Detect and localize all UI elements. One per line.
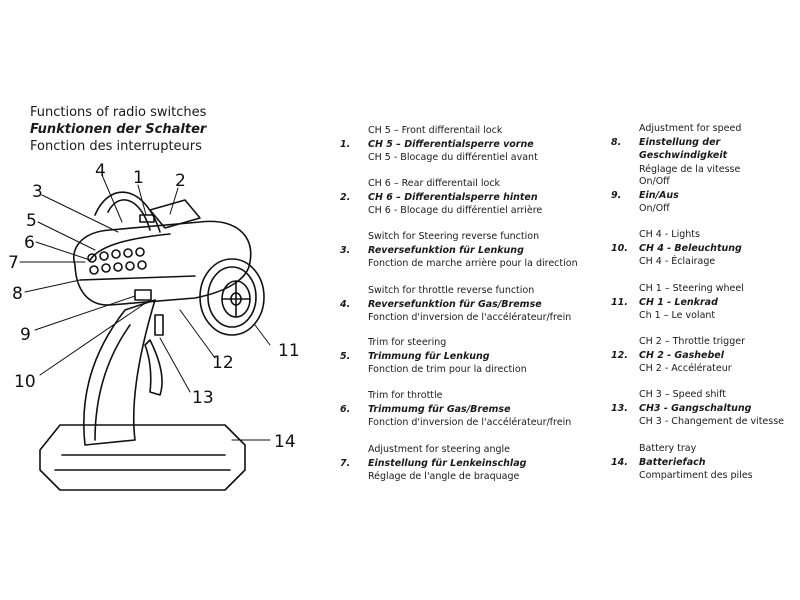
legend-fr: Compartiment des piles <box>639 470 753 481</box>
legend-de: Reversefunktion für Gas/Bremse <box>368 298 542 310</box>
grip-shape <box>82 299 156 446</box>
legend-fr: CH 2 - Accélérateur <box>639 363 732 374</box>
legend-item-2: 2. CH 6 – Rear differentail lock CH 6 – D… <box>340 177 600 219</box>
legend-de: CH 1 - Lenkrad <box>639 296 718 308</box>
legend-number: 11. <box>611 296 628 308</box>
callout-14: 14 <box>274 432 296 452</box>
legend-fr: CH 6 - Blocage du différentiel arrière <box>368 205 543 216</box>
legend-number: 5. <box>340 350 351 362</box>
legend-en: On/Off <box>639 176 670 187</box>
legend-de: CH 4 - Beleuchtung <box>639 242 742 254</box>
callout-4: 4 <box>95 161 106 181</box>
button-panel <box>87 247 147 275</box>
legend-de: Trimmung für Lenkung <box>368 350 490 362</box>
legend-number: 6. <box>340 403 351 415</box>
legend-de: CH 5 – Differentialsperre vorne <box>368 138 534 150</box>
legend-de: CH3 - Gangschaltung <box>639 402 752 414</box>
legend-item-1: 1. CH 5 – Front differentail lock CH 5 – … <box>340 124 600 166</box>
callout-3: 3 <box>32 182 43 202</box>
callout-6: 6 <box>24 233 35 253</box>
legend-fr: CH 3 - Changement de vitesse <box>639 416 785 427</box>
legend-de: CH 2 - Gashebel <box>639 349 724 361</box>
callout-5: 5 <box>26 211 37 231</box>
legend-fr: CH 4 - Éclairage <box>639 256 716 267</box>
legend-de: Batteriefach <box>639 456 706 468</box>
legend-fr: CH 5 - Blocage du différentiel avant <box>368 152 538 163</box>
callout-12: 12 <box>212 353 234 373</box>
legend-fr: Fonction de marche arrière pour la direc… <box>368 258 578 269</box>
legend-number: 4. <box>340 298 351 310</box>
callout-10: 10 <box>14 372 36 392</box>
callout-8: 8 <box>12 284 23 304</box>
legend-en: Battery tray <box>639 443 697 454</box>
legend-en: Switch for throttle reverse function <box>368 285 535 296</box>
legend-number: 7. <box>340 457 351 469</box>
legend-number: 8. <box>611 136 622 148</box>
legend-number: 2. <box>340 191 351 203</box>
legend-fr: Réglage de l'angle de braquage <box>368 471 520 482</box>
legend-en: Adjustment for steering angle <box>368 444 510 455</box>
legend-en: CH 2 – Throttle trigger <box>639 336 745 347</box>
legend-fr: Fonction d'inversion de l'accélérateur/f… <box>368 417 572 428</box>
legend-de: Einstellung für Lenkeinschlag <box>368 457 527 469</box>
callout-13: 13 <box>192 388 214 408</box>
legend-en: CH 3 – Speed shift <box>639 389 726 400</box>
legend-number: 9. <box>611 189 622 201</box>
legend-item-12: 12. CH 2 – Throttle trigger CH 2 - Gasheb… <box>611 335 796 377</box>
legend-de: Trimmumg für Gas/Bremse <box>368 403 511 415</box>
legend-de: Reversefunktion für Lenkung <box>368 244 524 256</box>
legend-de: Ein/Aus <box>639 189 679 201</box>
heading-german: Funktionen der Schalter <box>30 122 207 137</box>
legend-en: CH 5 – Front differentail lock <box>368 125 503 136</box>
heading-french: Fonction des interrupteurs <box>30 139 202 154</box>
legend-number: 14. <box>611 456 628 468</box>
legend-fr: Ch 1 – Le volant <box>639 310 716 321</box>
legend-en: CH 6 – Rear differentail lock <box>368 178 501 189</box>
legend-fr: Fonction d'inversion de l'accélérateur/f… <box>368 312 572 323</box>
callout-9: 9 <box>20 325 31 345</box>
legend-en: Trim for throttle <box>368 390 443 401</box>
legend-fr: On/Off <box>639 203 670 214</box>
legend-fr: Fonction de trim pour la direction <box>368 364 527 375</box>
trigger-shape <box>144 339 163 396</box>
legend-item-10: 10. CH 4 - Lights CH 4 - Beleuchtung CH 4 … <box>611 228 796 270</box>
callout-11: 11 <box>278 341 300 361</box>
legend-number: 10. <box>611 242 628 254</box>
steering-wheel-shape <box>199 258 265 336</box>
callout-1: 1 <box>133 168 144 188</box>
transmitter-diagram: 1 2 3 4 5 6 7 8 9 10 11 12 13 14 <box>8 161 300 491</box>
callout-2: 2 <box>175 171 186 191</box>
legend-de: CH 6 – Differentialsperre hinten <box>368 191 538 203</box>
body-shape <box>73 220 252 306</box>
legend-en: Adjustment for speed <box>639 123 742 134</box>
legend-fr: Réglage de la vitesse <box>639 163 741 175</box>
legend-number: 13. <box>611 402 628 414</box>
legend-en: CH 1 – Steering wheel <box>639 283 744 294</box>
legend-en: CH 4 - Lights <box>639 229 700 240</box>
legend-en: Switch for Steering reverse function <box>368 231 540 242</box>
legend-number: 12. <box>611 349 628 361</box>
legend-en: Trim for steering <box>368 337 447 348</box>
legend-de: Einstellung der Geschwindigkeit <box>639 136 728 162</box>
heading-english: Functions of radio switches <box>30 105 207 120</box>
callout-7: 7 <box>8 253 19 273</box>
legend-number: 1. <box>340 138 351 150</box>
legend-number: 3. <box>340 244 351 256</box>
battery-tray-shape <box>39 424 246 491</box>
